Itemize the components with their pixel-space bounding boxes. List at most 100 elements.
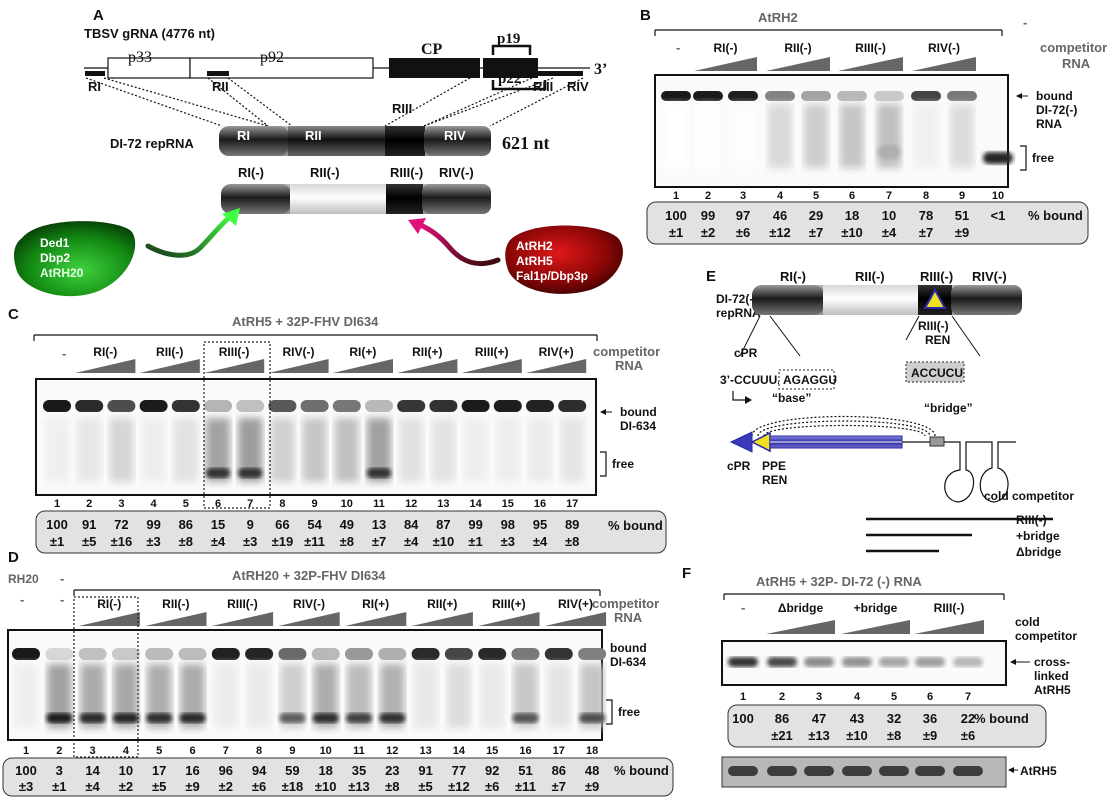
riii-ren-1: RIII(-) xyxy=(918,319,949,333)
panel-c-lane-6: 6 xyxy=(215,498,221,510)
panel-f-pct-4: 43 xyxy=(850,711,864,726)
panel-c-free-band-11 xyxy=(367,468,391,478)
panel-e: E DI-72(-) repRNA RI(-) RII(-) RIII(-) R… xyxy=(706,268,1074,559)
panel-b-pct-7: 10 xyxy=(882,208,896,223)
panel-c-lane-5: 5 xyxy=(183,498,189,510)
panel-e-rep-1: DI-72(-) xyxy=(716,292,757,306)
panel-c-pct-16: 95 xyxy=(533,517,547,532)
panel-f-lane-3: 3 xyxy=(816,691,822,703)
panel-d-comp-label-4: RI(+) xyxy=(362,597,389,611)
panel-c-pct-3: 72 xyxy=(114,517,128,532)
repRNA-name: DI-72 repRNA xyxy=(110,136,194,151)
panel-c-bound-1: bound xyxy=(620,405,657,419)
panel-b-bound-1: bound xyxy=(1036,89,1073,103)
panel-c-wedge-3 xyxy=(268,359,329,373)
tag-riii-mid: RIII xyxy=(392,101,412,116)
panel-d-lane-7: 7 xyxy=(223,745,229,757)
panel-d-err-13: ±5 xyxy=(418,779,432,794)
panel-e-ppe: PPE xyxy=(762,459,786,473)
panel-b-free: free xyxy=(1032,151,1054,165)
panel-b-lane-4: 4 xyxy=(777,190,784,202)
panel-d-err-7: ±2 xyxy=(219,779,233,794)
panel-c-lane-3: 3 xyxy=(118,498,124,510)
panel-d-pct-15: 92 xyxy=(485,763,499,778)
panel-c-highlight xyxy=(203,341,271,509)
panel-d-lane-2: 2 xyxy=(56,745,62,757)
panel-c-bound-band-12 xyxy=(397,400,426,412)
panel-c-err-14: ±1 xyxy=(468,534,482,549)
orf-p33: p33 xyxy=(128,49,152,66)
panel-f-band-4 xyxy=(842,657,872,667)
panel-e-seq-base: AGAGGU xyxy=(783,373,837,387)
panel-f-pct-3: 47 xyxy=(812,711,826,726)
panel-c-lane-14: 14 xyxy=(469,498,482,510)
panel-d-free-band-4 xyxy=(112,713,139,723)
minus-label-riii: RIII(-) xyxy=(390,165,423,180)
panel-c-wedge-1 xyxy=(139,359,200,373)
panel-d-pct-6: 16 xyxy=(185,763,199,778)
panel-f-quant-box xyxy=(727,704,1047,748)
panel-d-smear-7 xyxy=(213,664,238,728)
panel-d-bound-band-15 xyxy=(478,648,507,660)
panel-d-pct-10: 18 xyxy=(318,763,332,778)
panel-c-bound-band-17 xyxy=(558,400,587,412)
panel-c-lane-7: 7 xyxy=(247,498,253,510)
panel-b-err-2: ±2 xyxy=(701,225,715,240)
panel-c-smear-16 xyxy=(528,418,552,482)
panel-c-smear-8 xyxy=(270,418,295,482)
panel-b-bound-band-9 xyxy=(947,91,977,101)
panel-c-pct-6: 15 xyxy=(211,517,225,532)
panel-d-rh20: RH20 xyxy=(8,572,39,586)
panel-c-wedge-0 xyxy=(75,359,136,373)
minus-label-ri: RI(-) xyxy=(238,165,264,180)
panel-b-lane-3: 3 xyxy=(740,190,746,202)
panel-d-lane-17: 17 xyxy=(553,745,565,757)
panel-d-dash-top: - xyxy=(60,571,64,586)
panel-c-smear-3 xyxy=(109,418,134,482)
panel-c-err-11: ±7 xyxy=(372,534,386,549)
panel-c-smear-14 xyxy=(463,418,488,482)
panel-b-bound-band-3 xyxy=(728,91,758,101)
panel-c-lane-17: 17 xyxy=(566,498,578,510)
panel-e-cold-competitor: cold competitor xyxy=(984,489,1074,503)
panel-c-err-13: ±10 xyxy=(433,534,455,549)
panel-d-pct-18: 48 xyxy=(585,763,599,778)
panel-c-bound-band-16 xyxy=(526,400,554,412)
panel-c-wedge-6 xyxy=(461,359,522,373)
panel-d-bound-band-16 xyxy=(511,648,540,660)
genome-title: TBSV gRNA (4776 nt) xyxy=(84,26,215,41)
panel-d-err-3: ±4 xyxy=(85,779,100,794)
panel-e-comp-riii: RIII(-) xyxy=(1016,513,1047,527)
panel-c-err-8: ±19 xyxy=(272,534,294,549)
panel-b-bound-band-6 xyxy=(837,91,867,101)
panel-b-err-4: ±12 xyxy=(769,225,791,240)
panel-c-smear-4 xyxy=(141,418,166,482)
panel-c-lane-10: 10 xyxy=(341,498,353,510)
panel-c-comp-label-2: RIII(-) xyxy=(219,345,250,359)
panel-f-cold-2: competitor xyxy=(1015,629,1077,643)
panel-e-ren: REN xyxy=(762,473,787,487)
panel-d-lane-16: 16 xyxy=(519,745,531,757)
panel-c-err-9: ±11 xyxy=(304,534,325,549)
panel-d-smear-15 xyxy=(480,664,505,728)
panel-b-lane-5: 5 xyxy=(813,190,819,202)
riii-ren-2: REN xyxy=(925,333,950,347)
panel-f-lane-4: 4 xyxy=(854,691,861,703)
panel-a: A TBSV gRNA (4776 nt) p33 p92 CP p19 p22… xyxy=(14,7,623,297)
panel-c-comp-label-1: RII(-) xyxy=(156,345,183,359)
panel-b-letter: B xyxy=(640,7,651,24)
green-blob-ded1: Ded1 xyxy=(40,236,70,250)
panel-c-pct-2: 91 xyxy=(82,517,96,532)
panel-b-pct-4: 46 xyxy=(773,208,787,223)
panel-f-band-6 xyxy=(915,657,945,667)
panel-f-comp-label-1: +bridge xyxy=(854,601,898,615)
bar-plus-rii: RII xyxy=(305,128,322,143)
panel-c-lane-11: 11 xyxy=(373,498,385,510)
panel-c-err-4: ±3 xyxy=(146,534,160,549)
panel-f-bands xyxy=(728,657,983,667)
panel-d-lane-1: 1 xyxy=(23,745,29,757)
panel-c-smear-15 xyxy=(495,418,520,482)
panel-c-wedge-2 xyxy=(204,359,265,373)
